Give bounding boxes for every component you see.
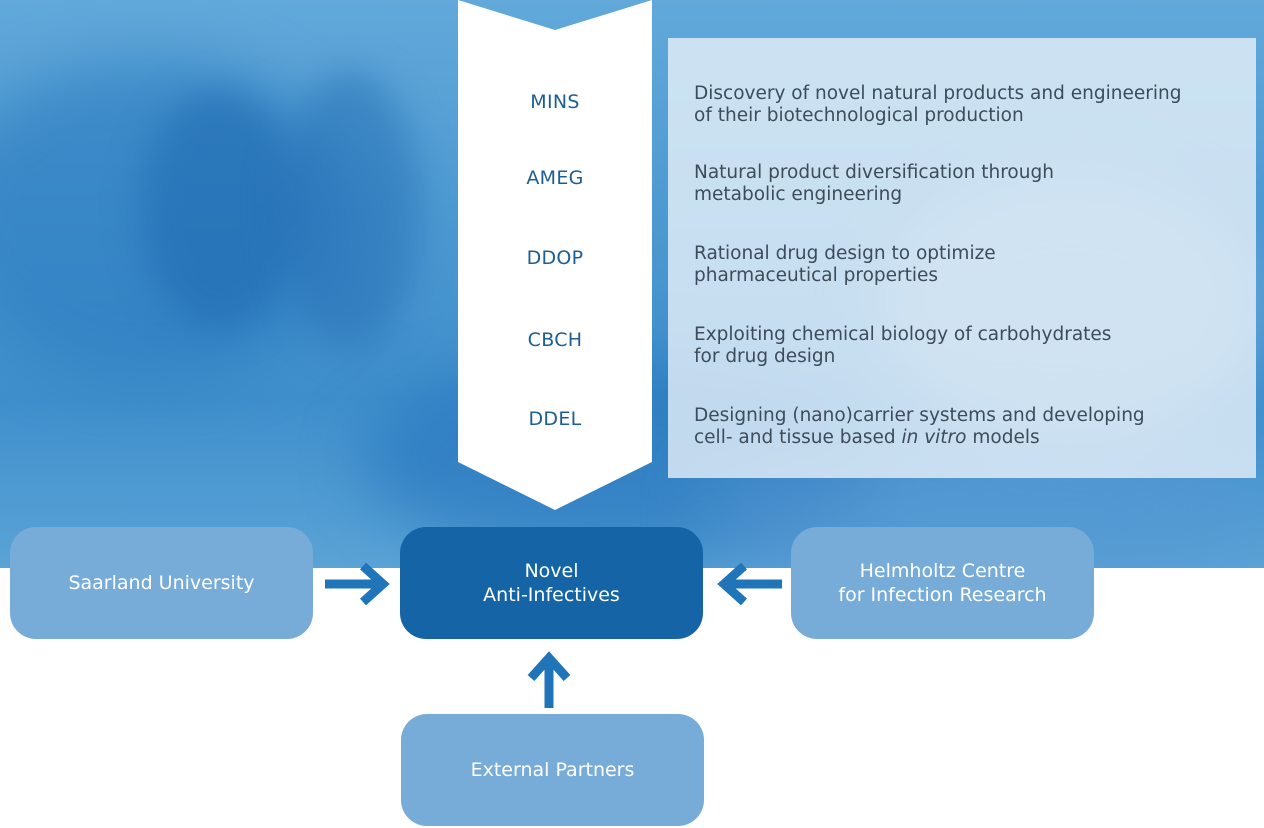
description-italic: in vitro bbox=[901, 427, 967, 448]
description-line: Exploiting chemical biology of carbohydr… bbox=[694, 324, 1112, 345]
helmholtz-label-line2: for Infection Research bbox=[838, 584, 1047, 606]
arrow-right-icon bbox=[325, 563, 390, 605]
program-description-mins: Discovery of novel natural products and … bbox=[694, 83, 1254, 127]
description-text: models bbox=[966, 427, 1040, 448]
description-line: Discovery of novel natural products and … bbox=[694, 83, 1182, 104]
external-partners-label: External Partners bbox=[470, 759, 635, 781]
program-code-ddel: DDEL bbox=[528, 408, 582, 430]
program-description-ddop: Rational drug design to optimize pharmac… bbox=[694, 243, 1254, 287]
description-line: pharmaceutical properties bbox=[694, 265, 939, 286]
program-description-ameg: Natural product diversification through … bbox=[694, 162, 1254, 206]
description-line: of their biotechnological production bbox=[694, 105, 1024, 126]
description-line: metabolic engineering bbox=[694, 184, 903, 205]
center-label-line2: Anti-Infectives bbox=[483, 584, 620, 606]
program-code-ameg: AMEG bbox=[526, 167, 584, 189]
saarland-university-box: Saarland University bbox=[10, 527, 313, 639]
program-description-cbch: Exploiting chemical biology of carbohydr… bbox=[694, 324, 1254, 368]
helmholtz-label-line1: Helmholtz Centre bbox=[859, 560, 1026, 582]
description-line: cell- and tissue based in vitro models bbox=[694, 427, 1254, 449]
program-code-mins: MINS bbox=[530, 91, 580, 113]
description-line: Designing (nano)carrier systems and deve… bbox=[694, 405, 1145, 426]
description-line: for drug design bbox=[694, 346, 836, 367]
description-text: cell- and tissue based bbox=[694, 427, 902, 448]
program-code-ddop: DDOP bbox=[526, 247, 584, 269]
saarland-university-label: Saarland University bbox=[68, 572, 255, 594]
external-partners-box: External Partners bbox=[401, 714, 704, 826]
novel-anti-infectives-box: Novel Anti-Infectives bbox=[400, 527, 703, 639]
description-line: Natural product diversification through bbox=[694, 162, 1054, 183]
arrow-left-icon bbox=[717, 563, 782, 605]
program-chevron-arrow bbox=[458, 0, 652, 510]
program-description-panel bbox=[668, 38, 1256, 478]
description-line: Rational drug design to optimize bbox=[694, 243, 996, 264]
helmholtz-centre-box: Helmholtz Centre for Infection Research bbox=[791, 527, 1094, 639]
program-description-ddel: Designing (nano)carrier systems and deve… bbox=[694, 405, 1254, 449]
center-label-line1: Novel bbox=[524, 560, 579, 582]
program-code-cbch: CBCH bbox=[527, 329, 583, 351]
arrow-up-icon bbox=[527, 651, 571, 708]
